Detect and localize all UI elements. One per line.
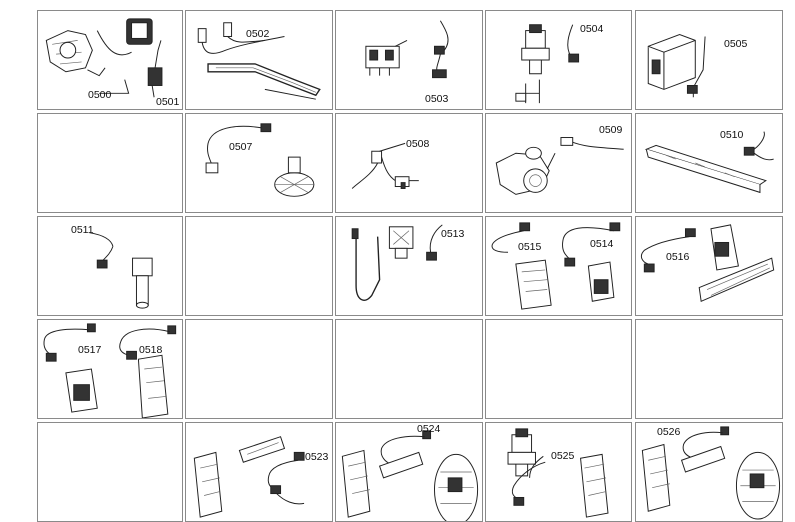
part-label-0525: 0525 [551,450,575,462]
part-label-0509: 0509 [599,124,623,136]
heating-element-drawing [197,22,321,100]
drain-pump-drawing [495,137,624,195]
control-module-drawing [647,33,706,98]
part-label-0507: 0507 [229,141,253,153]
cell-r4c1[interactable]: 0517 0518 [37,319,183,419]
door-lock-sensor-drawing [89,232,153,309]
cell-r1c1[interactable]: 0500 0501 [37,10,183,110]
valve-assembly-drawing [515,24,580,104]
cell-r4c2[interactable] [185,319,333,419]
cell-r4c4[interactable] [485,319,632,419]
cell-r3c4[interactable]: 0515 0514 [485,216,632,316]
part-label-0502: 0502 [246,28,270,40]
pressure-switch-drawing [205,123,315,197]
cell-r5c2[interactable]: 0523 [185,422,333,522]
cell-r1c3[interactable]: 0503 [335,10,483,110]
cell-r2c3[interactable]: 0508 [335,113,483,213]
part-label-0523: 0523 [305,451,329,463]
part-label-0510: 0510 [720,129,744,141]
part-label-0503: 0503 [425,93,449,105]
cell-r5c3[interactable]: 0524 [335,422,483,522]
part-label-0515: 0515 [518,241,542,253]
cell-r3c5[interactable]: 0516 [635,216,783,316]
part-label-0505: 0505 [724,38,748,50]
valve-and-board-drawing [507,428,609,518]
hose-and-valve-drawing [351,224,443,301]
cell-r1c4[interactable]: 0504 [485,10,632,110]
part-label-0504: 0504 [580,23,604,35]
part-label-0524: 0524 [417,423,441,435]
cell-r2c4[interactable]: 0509 [485,113,632,213]
cell-r3c1[interactable]: 0511 [37,216,183,316]
part-label-0513: 0513 [441,228,465,240]
cell-r5c4[interactable]: 0525 [485,422,632,522]
pump-assembly-drawing [45,18,163,98]
part-label-0501: 0501 [156,96,180,108]
cell-r2c2[interactable]: 0507 [185,113,333,213]
part-label-0516: 0516 [666,251,690,263]
cell-r5c5[interactable]: 0526 [635,422,783,522]
part-label-0517: 0517 [78,344,102,356]
module-with-harness-drawing [193,436,305,518]
cell-r2c1[interactable] [37,113,183,213]
door-lock-assembly-drawing [43,323,177,418]
dispenser-strip-drawing [644,131,774,194]
part-label-0518: 0518 [139,344,163,356]
full-assembly-drawing [641,426,781,520]
part-label-0526: 0526 [657,426,681,438]
cell-r3c3[interactable]: 0513 [335,216,483,316]
part-label-0500: 0500 [88,89,112,101]
part-label-0511: 0511 [71,224,94,236]
cell-r4c3[interactable] [335,319,483,419]
sensor-connector-drawing [351,142,419,189]
relay-block-drawing [365,20,449,79]
cell-r4c5[interactable] [635,319,783,419]
cell-r1c2[interactable]: 0502 [185,10,333,110]
cell-r3c2[interactable] [185,216,333,316]
part-label-0508: 0508 [406,138,430,150]
cell-r2c5[interactable]: 0510 [635,113,783,213]
electronic-board-drawing [491,222,621,310]
module-detail-drawing [341,430,479,521]
cell-r5c1[interactable] [37,422,183,522]
display-board-drawing [640,224,775,302]
part-label-0514: 0514 [590,238,614,250]
cell-r1c5[interactable]: 0505 [635,10,783,110]
